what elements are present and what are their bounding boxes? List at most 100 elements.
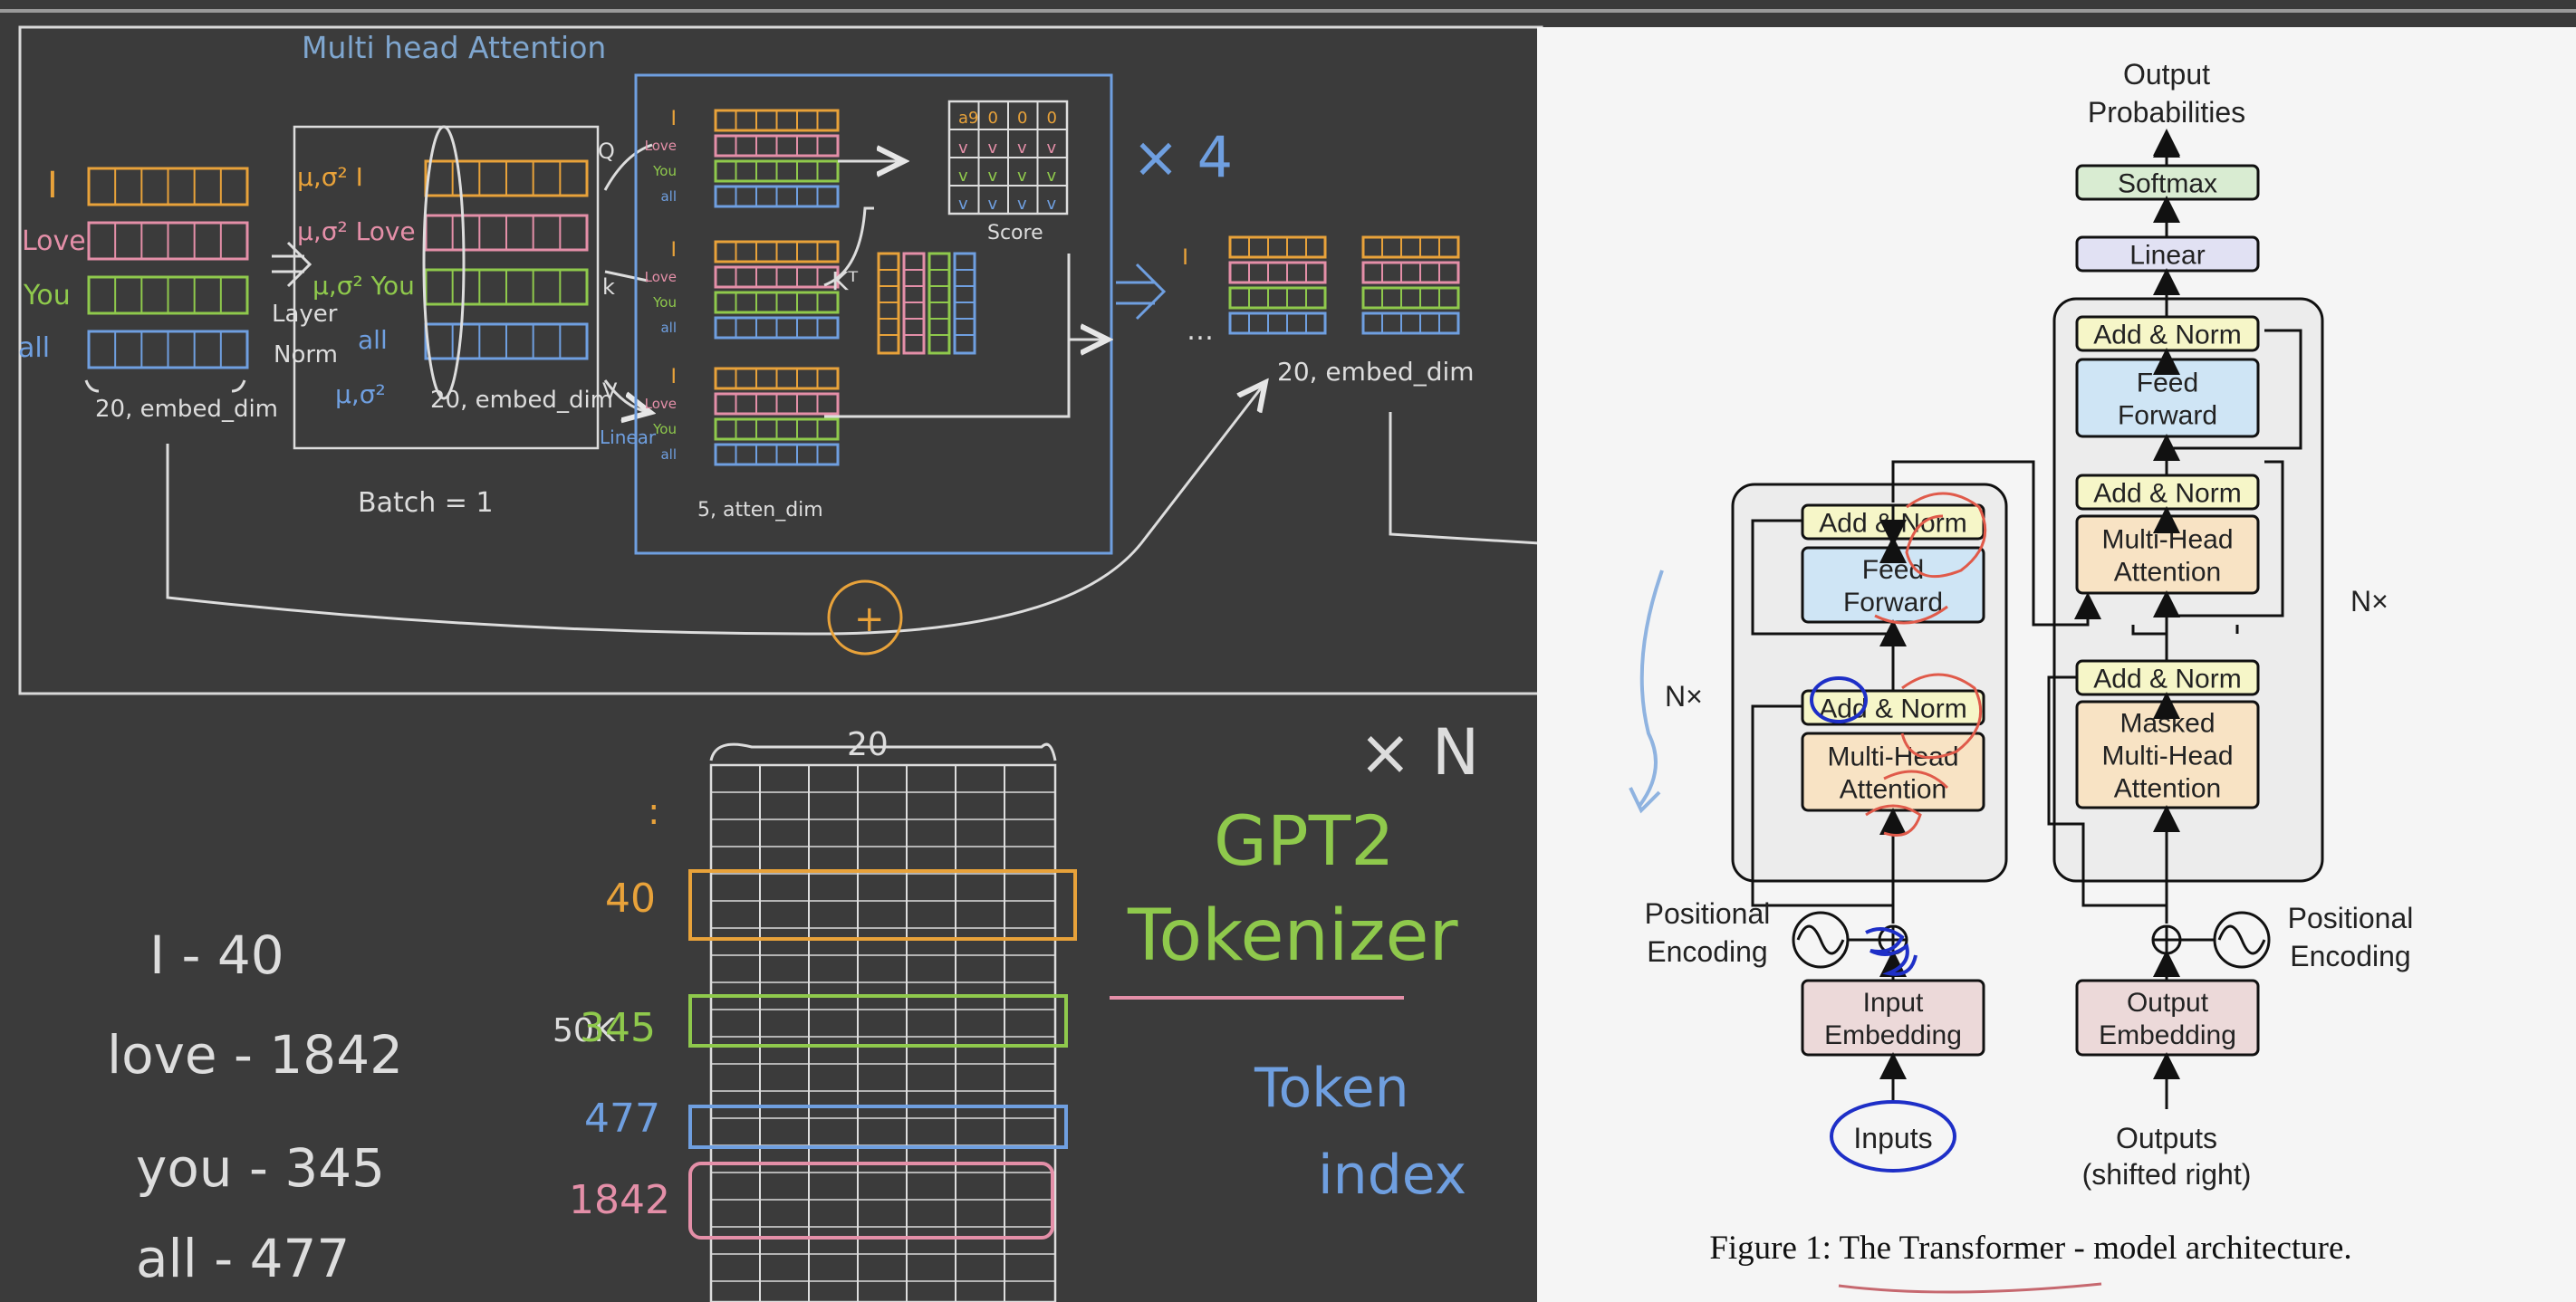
mu-sigma-love: μ,σ² Love	[297, 216, 416, 246]
add-circle	[827, 579, 903, 656]
output-embedding-bars	[1228, 235, 1460, 335]
svg-text:v: v	[1047, 195, 1057, 214]
svg-text:v: v	[958, 167, 968, 186]
row-id-1842: 1842	[569, 1177, 670, 1223]
mu-sigma-bottom: μ,σ²	[335, 379, 386, 409]
out-bar-0-0	[1228, 235, 1327, 259]
svg-text:Add & Norm: Add & Norm	[2093, 665, 2241, 694]
svg-text:0: 0	[1047, 109, 1057, 128]
svg-text:Forward: Forward	[1843, 588, 1943, 617]
figure-caption: Figure 1: The Transformer - model archit…	[1709, 1230, 2351, 1267]
svg-text:v: v	[988, 139, 998, 158]
token-label-you: You	[23, 280, 71, 311]
inputs-annotation	[1830, 1100, 1956, 1173]
batch-label: Batch = 1	[358, 487, 494, 519]
normalized-embedding-bars	[424, 159, 589, 360]
svg-text:You: You	[652, 294, 677, 311]
board-title: Multi head Attention	[302, 30, 606, 65]
svg-text:v: v	[958, 139, 968, 158]
pos-enc-right-2: Encoding	[2290, 940, 2410, 972]
svg-text:a9: a9	[958, 109, 978, 128]
mu-sigma-you: μ,σ² You	[312, 271, 415, 301]
svg-text:I: I	[671, 239, 678, 262]
pos-enc-left-1: Positional	[1645, 897, 1771, 930]
add-sign: +	[854, 598, 885, 640]
output-probabilities-line2: Probabilities	[2088, 96, 2245, 129]
svg-text:Forward: Forward	[2118, 401, 2217, 431]
svg-text:v: v	[1047, 139, 1057, 158]
svg-text:v: v	[958, 195, 968, 214]
svg-text:Love: Love	[645, 138, 677, 154]
token-label-all: all	[18, 332, 50, 364]
out-bar-0-3	[1228, 311, 1327, 335]
row-highlight-40	[688, 869, 1077, 941]
svg-text:Multi-Head: Multi-Head	[2101, 525, 2233, 555]
svg-text:Feed: Feed	[2137, 369, 2198, 398]
mapping-i: I - 40	[149, 924, 284, 986]
svg-text:v: v	[1017, 195, 1027, 214]
times-n-label: × N	[1359, 715, 1479, 790]
vocab-table	[709, 763, 1057, 1302]
svg-text:0: 0	[1017, 109, 1027, 128]
svg-text:Attention: Attention	[2114, 774, 2221, 804]
row-highlight-1842	[688, 1162, 1054, 1240]
pos-enc-left-2: Encoding	[1647, 935, 1767, 968]
attention-head-box	[634, 73, 1113, 555]
svg-text:V: V	[602, 378, 618, 404]
svg-text:I: I	[671, 366, 678, 388]
out-bar-0-2	[1228, 286, 1327, 310]
out-bar-0-1	[1228, 261, 1327, 284]
linear-label: Linear	[600, 426, 657, 448]
output-probabilities-line1: Output	[2123, 58, 2210, 91]
svg-text::: :	[648, 791, 659, 833]
mu-sigma-i: μ,σ² I	[297, 162, 363, 192]
svg-text:v: v	[988, 167, 998, 186]
svg-text:all: all	[660, 320, 677, 336]
encoder-nx: N×	[1665, 680, 1703, 713]
svg-text:k: k	[602, 274, 615, 300]
svg-text:You: You	[652, 421, 677, 437]
svg-text:Output: Output	[2127, 988, 2209, 1018]
column-ellipse	[422, 125, 466, 400]
token-label-love: Love	[22, 225, 86, 257]
svg-text:Add & Norm: Add & Norm	[2093, 479, 2241, 509]
row-highlight-345	[688, 994, 1068, 1048]
pos-enc-right-1: Positional	[2288, 902, 2414, 934]
svg-text:Love: Love	[645, 396, 677, 412]
residual-connection	[166, 385, 1264, 636]
input-token-labels: I Love You all	[18, 165, 86, 364]
times-four-label: × 4	[1132, 124, 1233, 190]
row-id-40: 40	[605, 876, 656, 922]
out-bar-1-2	[1361, 286, 1460, 310]
svg-text:Embedding: Embedding	[1824, 1020, 1962, 1050]
heads-label: 5, atten_dim	[697, 499, 823, 522]
svg-text:v: v	[1017, 167, 1027, 186]
embed-dim-out: 20, embed_dim	[1277, 357, 1475, 387]
svg-text:0: 0	[988, 109, 998, 128]
inputs-label: Inputs	[1853, 1122, 1932, 1154]
out-bar-1-0	[1361, 235, 1460, 259]
index-label: index	[1318, 1144, 1466, 1207]
svg-text:v: v	[1047, 167, 1057, 186]
embedding-table	[688, 763, 1077, 1302]
svg-text:Q: Q	[598, 139, 615, 164]
svg-text:all: all	[660, 188, 677, 205]
row-id-477: 477	[584, 1096, 660, 1142]
tokenizer-label: Tokenizer	[1127, 895, 1459, 977]
score-label: Score	[987, 222, 1043, 244]
svg-text:Multi-Head: Multi-Head	[2101, 742, 2233, 771]
svg-text:You: You	[652, 163, 677, 179]
decoder-nx: N×	[2350, 585, 2389, 617]
embed-dim-left: 20, embed_dim	[95, 396, 278, 423]
svg-text:Softmax: Softmax	[2118, 169, 2217, 199]
svg-text:Add & Norm: Add & Norm	[1819, 694, 1966, 724]
svg-text:Love: Love	[645, 269, 677, 285]
svg-text:Add & Norm: Add & Norm	[2093, 321, 2241, 350]
outputs-label: Outputs	[2116, 1122, 2217, 1154]
